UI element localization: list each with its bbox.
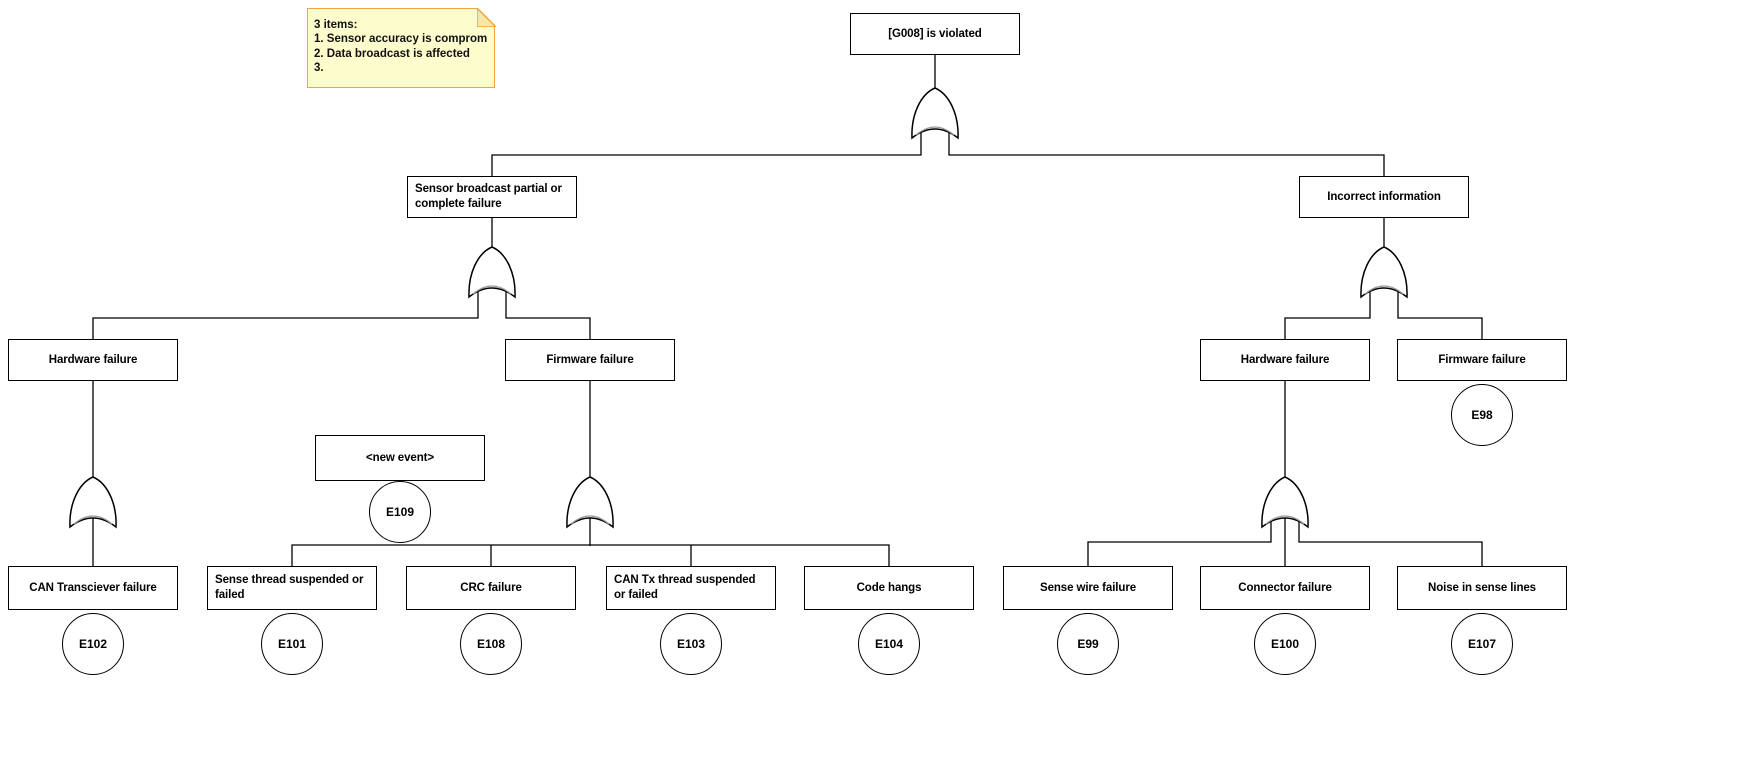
or-gate-firmware-left[interactable] [566,476,614,529]
node-can-transciever-failure[interactable]: CAN Transciever failure [8,566,178,610]
node-label: [G008] is violated [888,27,982,40]
event-circle-e104[interactable]: E104 [858,613,920,675]
or-gate-incorrect-information[interactable] [1360,246,1408,299]
node-connector-failure[interactable]: Connector failure [1200,566,1370,610]
node-firmware-failure-right[interactable]: Firmware failure [1397,339,1567,381]
note-item: 3. [314,62,324,75]
event-circle-e109[interactable]: E109 [369,481,431,543]
node-can-tx-thread-suspended[interactable]: CAN Tx thread suspended or failed [606,566,776,610]
event-id-label: E103 [676,637,706,651]
node-label: CRC failure [460,581,522,594]
note-title: 3 items: [314,19,358,31]
node-g008-root[interactable]: [G008] is violated [850,13,1020,55]
node-firmware-failure-left[interactable]: Firmware failure [505,339,675,381]
node-label: Firmware failure [1438,353,1526,366]
node-label: Noise in sense lines [1428,581,1536,594]
node-sense-wire-failure[interactable]: Sense wire failure [1003,566,1173,610]
node-new-event[interactable]: <new event> [315,435,485,481]
event-circle-e98[interactable]: E98 [1451,384,1513,446]
node-code-hangs[interactable]: Code hangs [804,566,974,610]
event-circle-e108[interactable]: E108 [460,613,522,675]
event-circle-e103[interactable]: E103 [660,613,722,675]
node-hardware-failure-left[interactable]: Hardware failure [8,339,178,381]
node-noise-in-sense-lines[interactable]: Noise in sense lines [1397,566,1567,610]
or-gate-hardware-left[interactable] [69,476,117,529]
node-label: Incorrect information [1327,190,1441,203]
note-fold-icon [476,7,496,27]
connector-lines [92,55,1483,567]
event-circle-e102[interactable]: E102 [62,613,124,675]
or-gate-hardware-right[interactable] [1261,476,1309,529]
node-label: CAN Transciever failure [29,581,157,594]
sticky-note[interactable]: 3 items: 1. Sensor accuracy is compromis… [307,7,496,88]
note-item: 2. Data broadcast is affected [314,47,470,60]
node-label: CAN Tx thread suspended or failed [614,574,756,601]
node-incorrect-information[interactable]: Incorrect information [1299,176,1469,218]
node-label: Sense thread suspended or failed [215,574,364,601]
event-circle-e101[interactable]: E101 [261,613,323,675]
node-sense-thread-suspended[interactable]: Sense thread suspended or failed [207,566,377,610]
event-id-label: E98 [1471,408,1493,422]
or-gate-sensor-broadcast[interactable] [468,246,516,299]
node-label: Sense wire failure [1040,581,1136,594]
node-label: Firmware failure [546,353,634,366]
node-label: <new event> [366,451,434,464]
node-label: Hardware failure [48,353,138,366]
event-id-label: E104 [874,637,904,651]
node-label: Hardware failure [1240,353,1330,366]
node-crc-failure[interactable]: CRC failure [406,566,576,610]
node-label: Connector failure [1238,581,1332,594]
node-label: Code hangs [856,581,922,594]
event-circle-e99[interactable]: E99 [1057,613,1119,675]
event-circle-e100[interactable]: E100 [1254,613,1316,675]
event-id-label: E99 [1077,637,1099,651]
event-id-label: E107 [1467,637,1497,651]
node-sensor-broadcast-failure[interactable]: Sensor broadcast partial or complete fai… [407,176,577,218]
event-id-label: E102 [78,637,108,651]
event-circle-e107[interactable]: E107 [1451,613,1513,675]
event-id-label: E108 [476,637,506,651]
event-id-label: E109 [385,505,415,519]
note-item: 1. Sensor accuracy is compromised [314,33,488,46]
event-id-label: E101 [277,637,307,651]
node-hardware-failure-right[interactable]: Hardware failure [1200,339,1370,381]
event-id-label: E100 [1270,637,1300,651]
node-label: Sensor broadcast partial or complete fai… [415,183,562,210]
or-gate-root[interactable] [911,87,959,140]
